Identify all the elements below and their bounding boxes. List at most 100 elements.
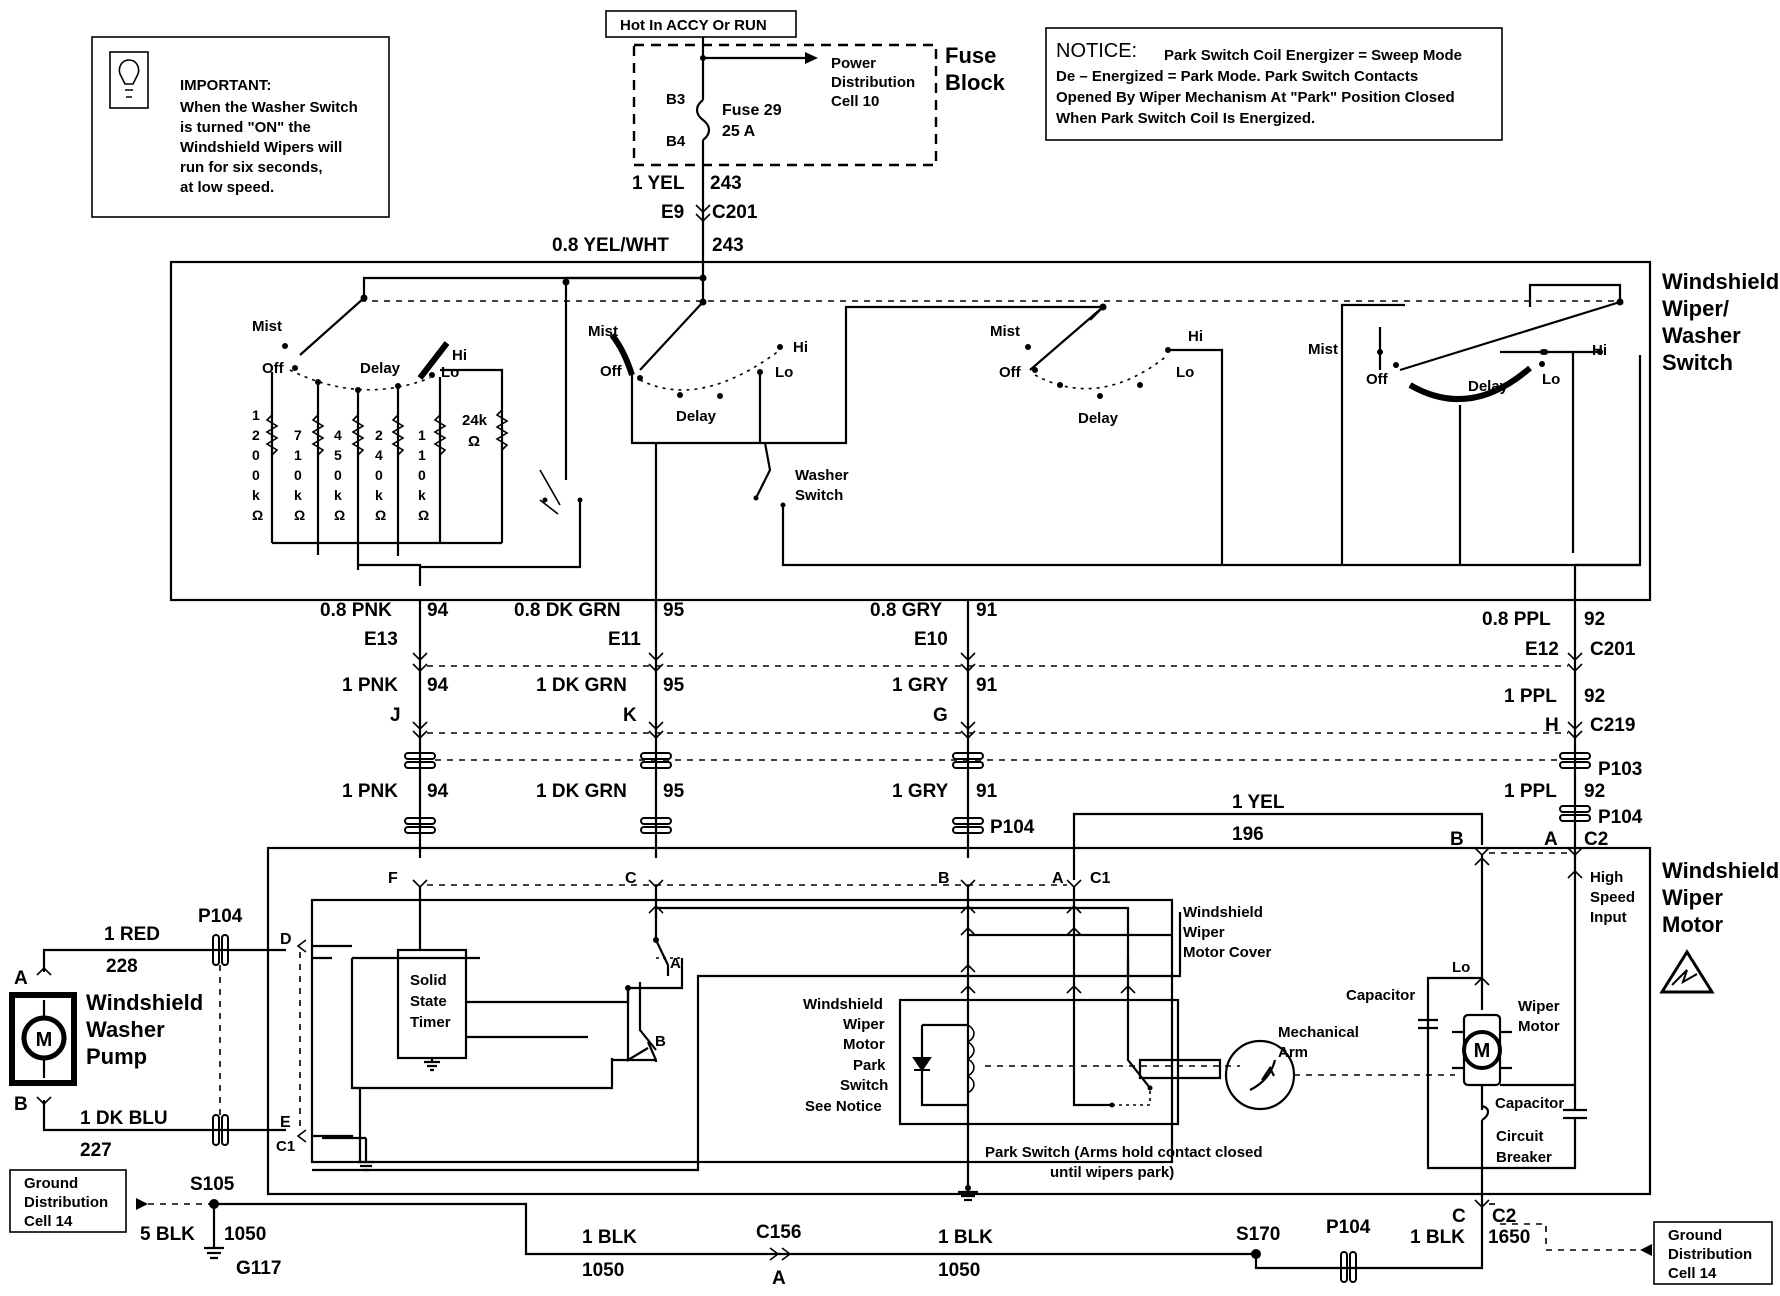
connector-pin: C — [1452, 1206, 1466, 1227]
capacitor-label: Capacitor — [1495, 1095, 1564, 1112]
splice-p104: P104 — [990, 817, 1035, 838]
circuit-number: 1050 — [582, 1260, 624, 1281]
hi-label: Hi — [452, 347, 467, 364]
hi-label: Hi — [1188, 328, 1203, 345]
washer-switch-label: Switch — [795, 487, 843, 504]
svg-text:0: 0 — [252, 467, 260, 483]
connector-pin: A — [14, 968, 28, 989]
connector-icon — [296, 1129, 307, 1143]
circuit-number: 95 — [663, 781, 685, 802]
important-line: Windshield Wipers will — [180, 139, 342, 156]
fuse-rating: 25 A — [722, 123, 756, 140]
notice-note: NOTICE: Park Switch Coil Energizer = Swe… — [1045, 27, 1503, 141]
washer-pump-title: Pump — [86, 1044, 147, 1069]
resistor-icon — [351, 414, 365, 456]
delay-label: Delay — [676, 408, 717, 425]
ground-icon — [958, 1188, 978, 1202]
motor-symbol: M — [36, 1029, 53, 1051]
washer-pump-title: Windshield — [86, 990, 203, 1015]
wire-color: 1 YEL — [632, 173, 685, 194]
wire-color: 1 GRY — [892, 781, 949, 802]
wire-color: 5 BLK — [140, 1224, 195, 1245]
park-switch-label: Switch — [840, 1077, 888, 1094]
splice-label: S105 — [190, 1174, 235, 1195]
svg-text:Ω: Ω — [294, 507, 305, 523]
important-title: IMPORTANT: — [180, 77, 271, 94]
wire-color: 1 DK BLU — [80, 1108, 168, 1129]
ground-distribution-label: Cell 14 — [24, 1213, 73, 1230]
off-label: Off — [600, 363, 623, 380]
important-line: is turned "ON" the — [180, 119, 311, 136]
svg-text:Ω: Ω — [334, 507, 345, 523]
wire-color: 0.8 PPL — [1482, 609, 1551, 630]
ground-distribution-label: Ground — [1668, 1227, 1722, 1244]
mist-label: Mist — [990, 323, 1020, 340]
actuator-icon — [1138, 1058, 1222, 1080]
ground-distribution-label: Ground — [24, 1175, 78, 1192]
splice-s170 — [1251, 1249, 1261, 1259]
svg-text:0: 0 — [294, 467, 302, 483]
circuit-number: 92 — [1584, 686, 1605, 707]
svg-text:2: 2 — [252, 427, 260, 443]
connector-pin: A — [772, 1268, 786, 1289]
motor-title: Wiper — [1662, 885, 1723, 910]
capacitor-label: Capacitor — [1346, 987, 1415, 1004]
svg-text:Ω: Ω — [375, 507, 386, 523]
splice-p104: P104 — [1326, 1217, 1371, 1238]
motor-cover-label: Wiper — [1183, 924, 1225, 941]
connector-icon — [695, 204, 711, 223]
wire-color: 1 BLK — [938, 1227, 993, 1248]
svg-text:Ω: Ω — [252, 507, 263, 523]
important-line: When the Washer Switch — [180, 99, 358, 116]
resistor-labels: 1 2 0 0 k Ω 7 1 0 k Ω 4 5 0 k Ω 2 4 0 k … — [252, 407, 429, 523]
connector-pin: A — [1052, 870, 1064, 887]
fuse-pin-b4: B4 — [666, 133, 686, 150]
resistor-24k-label: 24k — [462, 412, 488, 429]
wire-color: 0.8 DK GRN — [514, 600, 621, 621]
connector-icon — [412, 879, 428, 889]
ground-circuit: Ground Distribution Cell 14 S105 5 BLK 1… — [9, 1169, 1773, 1289]
circuit-number: 243 — [710, 173, 742, 194]
park-switch-label: Windshield — [803, 996, 883, 1013]
connector-name: C219 — [1590, 715, 1635, 736]
wire-color: 1 GRY — [892, 675, 949, 696]
svg-text:2: 2 — [375, 427, 383, 443]
wire-color: 1 PPL — [1504, 781, 1557, 802]
esd-warning-icon — [1659, 949, 1715, 994]
coil-icon — [966, 1024, 975, 1094]
circuit-number: 92 — [1584, 781, 1605, 802]
lightbulb-icon — [118, 59, 140, 98]
park-switch-label: Wiper — [843, 1016, 885, 1033]
connector-pin: E11 — [608, 629, 641, 650]
washer-pump-title: Washer — [86, 1017, 165, 1042]
connector-pin: H — [1545, 715, 1559, 736]
svg-text:k: k — [252, 487, 260, 503]
motor-title: Motor — [1662, 912, 1724, 937]
ground-distribution-label: Distribution — [24, 1194, 108, 1211]
connector-icon — [1567, 721, 1583, 740]
arrow-right-icon — [805, 52, 818, 64]
park-switch-label: See Notice — [805, 1098, 882, 1115]
power-distribution-label: Distribution — [831, 74, 915, 91]
important-line: run for six seconds, — [180, 159, 323, 176]
timer-label: Solid — [410, 972, 447, 989]
ground-distribution-label: Cell 14 — [1668, 1265, 1717, 1282]
svg-text:4: 4 — [375, 447, 383, 463]
connector-icon — [960, 879, 976, 889]
connector-icon — [412, 652, 428, 673]
motor-cover-label: Motor Cover — [1183, 944, 1272, 961]
circuit-number: 91 — [976, 600, 998, 621]
svg-text:k: k — [294, 487, 302, 503]
off-label: Off — [999, 364, 1022, 381]
wire-color: 1 PNK — [342, 781, 398, 802]
switch-title: Wiper/ — [1662, 296, 1729, 321]
connector-pin: C — [625, 870, 637, 887]
relay-contact-b: B — [655, 1033, 666, 1050]
ground-g117: G117 — [236, 1258, 281, 1279]
splice-p103: P103 — [1598, 759, 1642, 780]
connector-pin: B — [938, 870, 950, 887]
fuse-block-title: Fuse — [945, 43, 996, 68]
connector-pin: J — [390, 705, 401, 726]
fuse-block: Hot In ACCY Or RUN Fuse Block B3 B4 Fuse… — [552, 10, 1006, 256]
svg-text:0: 0 — [375, 467, 383, 483]
